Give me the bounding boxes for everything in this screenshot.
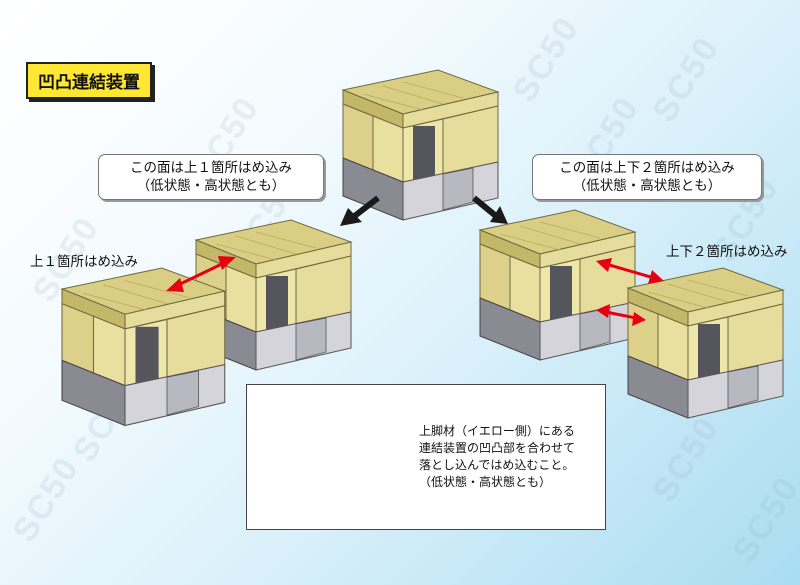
red-arrow-right-upper — [596, 258, 664, 284]
red-arrow-left — [166, 256, 236, 292]
callout-right-line1: この面は上下２箇所はめ込み — [559, 160, 735, 176]
detail-line3: 落とし込んではめ込むこと。 — [419, 458, 575, 472]
callout-left-line1: この面は上１箇所はめ込み — [130, 160, 292, 176]
detail-text: 上脚材（イエロー側）にある 連結装置の凹凸部を合わせて 落とし込んではめ込むこと… — [419, 423, 599, 491]
frame-unit-right-back — [479, 209, 636, 361]
detail-line1: 上脚材（イエロー側）にある — [419, 424, 575, 438]
detail-box: 上脚材（イエロー側）にある 連結装置の凹凸部を合わせて 落とし込んではめ込むこと… — [246, 384, 606, 530]
label-right-side: 上下２箇所はめ込み — [666, 244, 788, 260]
detail-line2: 連結装置の凹凸部を合わせて — [419, 441, 576, 455]
callout-right-line2: （低状態・高状態とも） — [572, 178, 722, 194]
frame-unit-right-front — [627, 267, 784, 419]
callout-left-line2: （低状態・高状態とも） — [136, 178, 286, 194]
detail-line4: （低状態・高状態とも） — [419, 475, 552, 489]
red-arrow-right-lower — [596, 304, 646, 326]
arrow-down-right — [472, 195, 508, 224]
callout-left: この面は上１箇所はめ込み （低状態・高状態とも） — [98, 154, 324, 200]
page-title: 凹凸連結装置 — [26, 62, 152, 99]
frame-unit-left-front — [61, 267, 226, 427]
label-left-side: 上１箇所はめ込み — [30, 254, 138, 270]
callout-right: この面は上下２箇所はめ込み （低状態・高状態とも） — [532, 154, 762, 200]
arrow-down-left — [340, 195, 380, 226]
